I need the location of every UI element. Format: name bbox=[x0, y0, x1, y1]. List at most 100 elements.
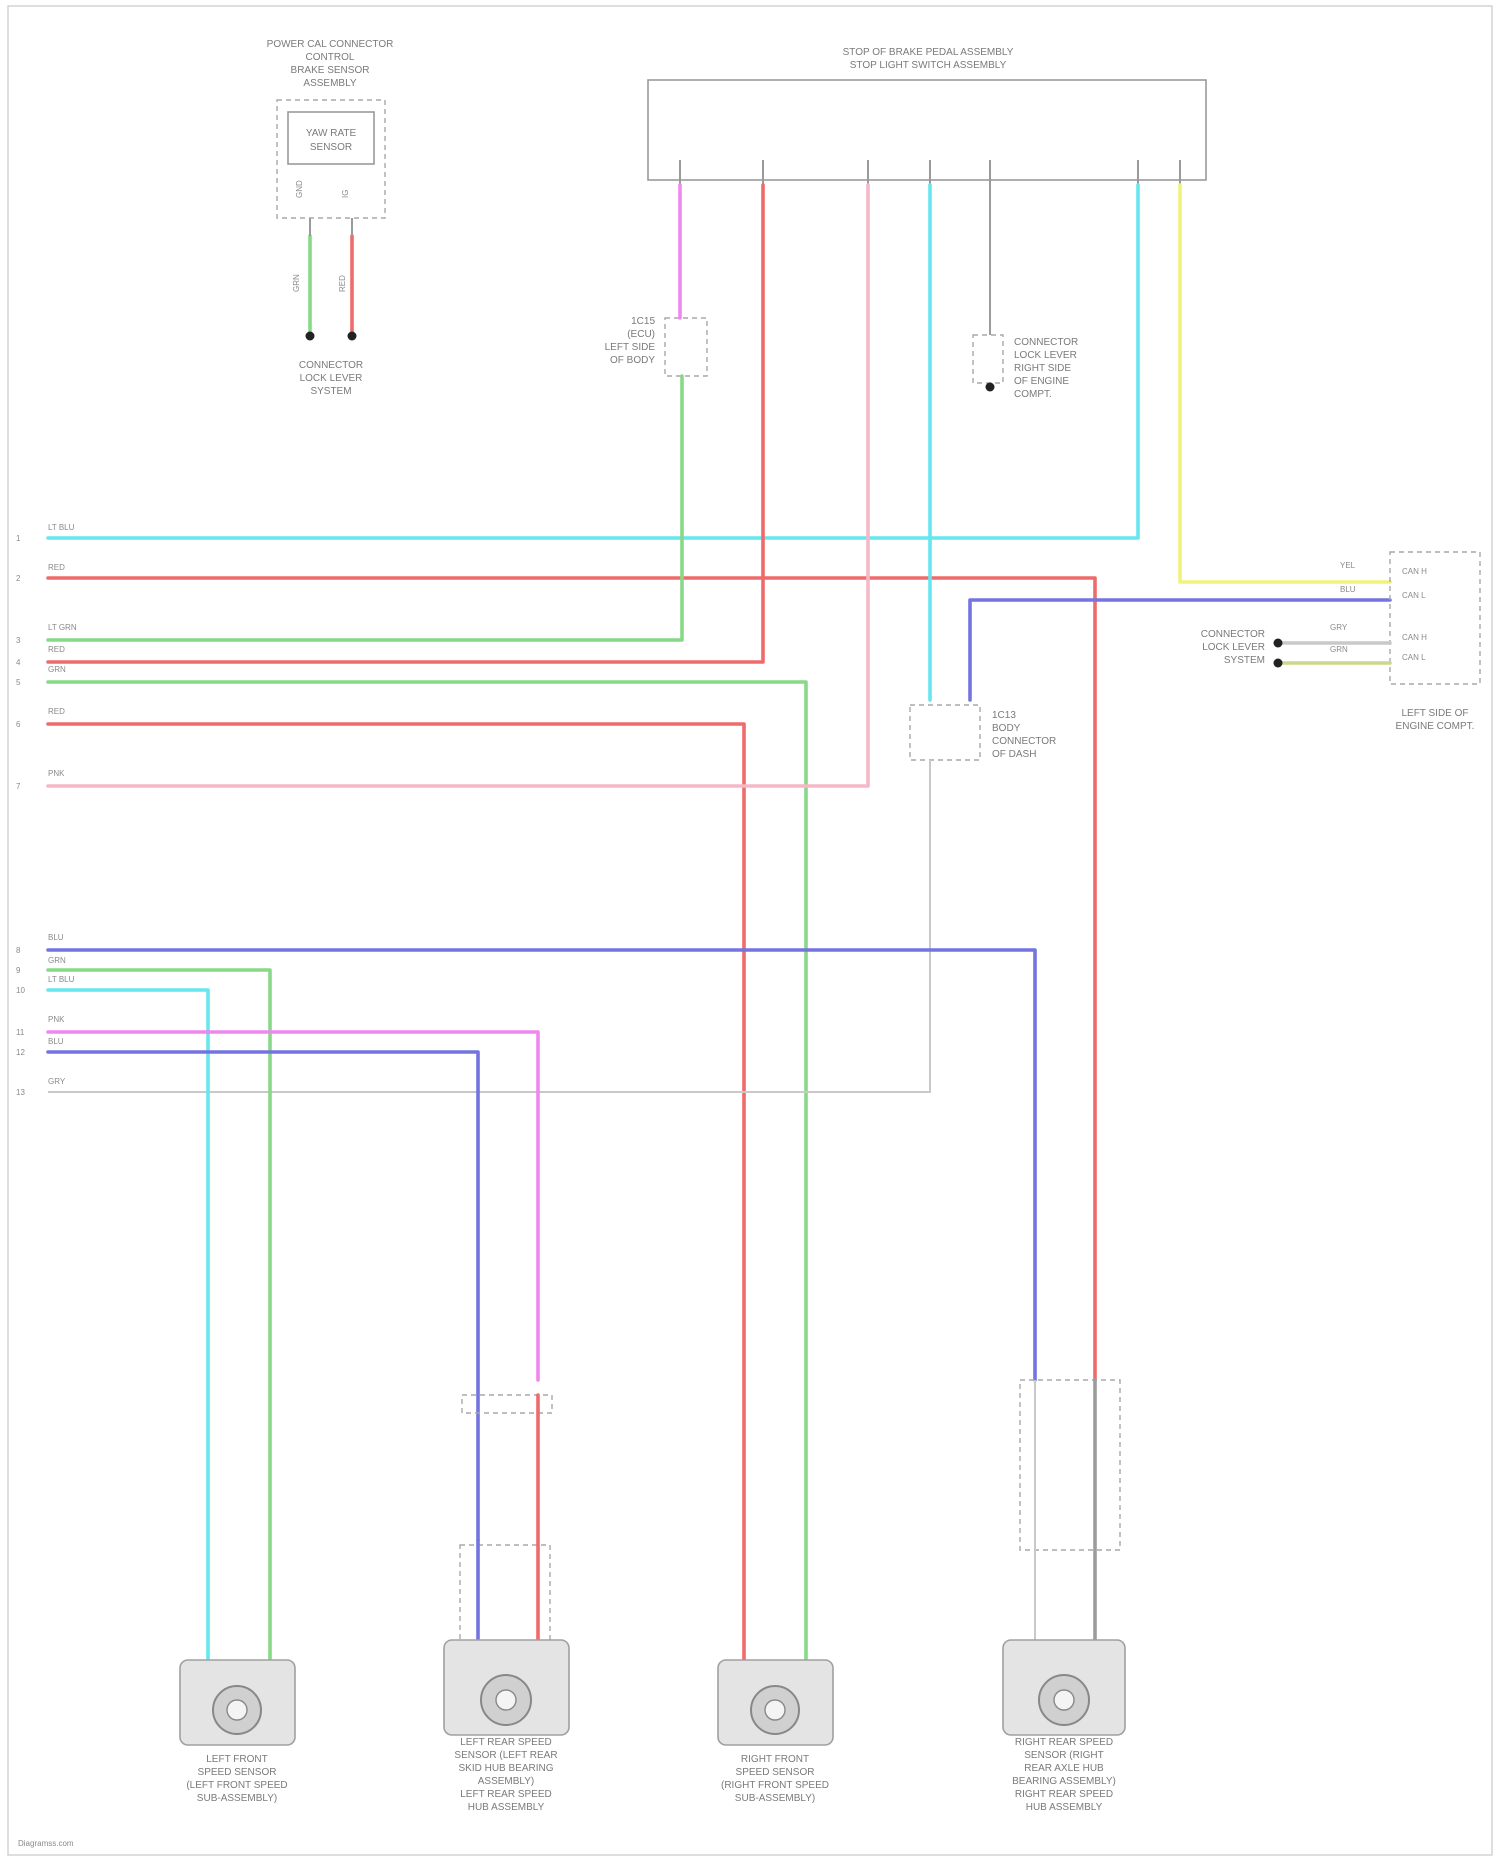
label-pnk2: PNK bbox=[48, 1015, 65, 1024]
ground-label-3: SYSTEM bbox=[310, 386, 351, 397]
speed-sensor-right-rear: RIGHT REAR SPEED SENSOR (RIGHT REAR AXLE… bbox=[1003, 1640, 1125, 1813]
label-ltblu: LT BLU bbox=[48, 523, 75, 532]
wire-grn-9 bbox=[48, 970, 270, 1665]
splice-center: 1C13 BODY CONNECTOR OF DASH bbox=[48, 705, 1056, 1092]
splice-mid-label-1: CONNECTOR bbox=[1014, 337, 1078, 348]
sensor-2-label-3: SKID HUB BEARING bbox=[458, 1763, 553, 1774]
right-connector: CAN H CAN L CAN H CAN L YEL BLU GRY GRN … bbox=[1201, 552, 1480, 732]
ground-label-2: LOCK LEVER bbox=[300, 373, 363, 384]
pin-6: 6 bbox=[16, 720, 21, 729]
right-pin-2: CAN L bbox=[1402, 591, 1426, 600]
splice-left-box bbox=[665, 318, 707, 376]
brake-pedal-box bbox=[648, 80, 1206, 180]
right-left-label-2: LOCK LEVER bbox=[1202, 642, 1265, 653]
ground-dot-left bbox=[306, 332, 315, 341]
right-left-label-3: SYSTEM bbox=[1224, 655, 1265, 666]
label-ltgrn: LT GRN bbox=[48, 623, 77, 632]
wire-label-red-top: RED bbox=[338, 275, 347, 292]
sensor-1-label-2: SPEED SENSOR bbox=[198, 1767, 277, 1778]
sensor-2-label-5: LEFT REAR SPEED bbox=[460, 1789, 552, 1800]
top-module-pins bbox=[680, 160, 1180, 185]
sensor-3-label-1: RIGHT FRONT bbox=[741, 1754, 809, 1765]
splice-left-label-2: (ECU) bbox=[627, 329, 655, 340]
right-connector-label-2: ENGINE COMPT. bbox=[1396, 721, 1475, 732]
wire-pnk-7 bbox=[48, 185, 868, 786]
sensor-2-label-6: HUB ASSEMBLY bbox=[468, 1802, 545, 1813]
sensor-1-label-1: LEFT FRONT bbox=[206, 1754, 267, 1765]
wire-grn-5 bbox=[48, 682, 806, 1665]
pin-11: 11 bbox=[16, 1028, 25, 1037]
label-gry: GRY bbox=[48, 1077, 66, 1086]
sensor-3-label-3: (RIGHT FRONT SPEED bbox=[721, 1780, 829, 1791]
right-pin-3: CAN H bbox=[1402, 633, 1427, 642]
label-pnk: PNK bbox=[48, 769, 65, 778]
sensor-2-label-4: ASSEMBLY) bbox=[478, 1776, 535, 1787]
pin-9: 9 bbox=[16, 966, 21, 975]
module-box bbox=[277, 100, 385, 218]
yaw-rate-label-2: SENSOR bbox=[310, 142, 352, 153]
splice-mid-label-4: OF ENGINE bbox=[1014, 376, 1069, 387]
pin-5: 5 bbox=[16, 678, 21, 687]
right-pin-4: CAN L bbox=[1402, 653, 1426, 662]
left-pin-column: 1 2 3 4 5 6 7 8 9 10 11 12 13 LT BLU RED… bbox=[16, 523, 77, 1097]
lower-wires bbox=[48, 950, 1035, 1665]
module-label-line-4: ASSEMBLY bbox=[303, 78, 356, 89]
wire-blu-right bbox=[970, 600, 1390, 700]
splice-mid-right: CONNECTOR LOCK LEVER RIGHT SIDE OF ENGIN… bbox=[973, 335, 1078, 400]
splice-left-label-4: OF BODY bbox=[610, 355, 655, 366]
ground-dot-right bbox=[348, 332, 357, 341]
splice-left-label-1: 1C15 bbox=[631, 316, 655, 327]
wire-red-6 bbox=[48, 724, 744, 1665]
ground-dot-mid bbox=[986, 383, 995, 392]
splice-mid-label-3: RIGHT SIDE bbox=[1014, 363, 1071, 374]
splice-mid-label-2: LOCK LEVER bbox=[1014, 350, 1077, 361]
sensor-3-label-4: SUB-ASSEMBLY) bbox=[735, 1793, 815, 1804]
pin-10: 10 bbox=[16, 986, 25, 995]
pin-7: 7 bbox=[16, 782, 21, 791]
pin-8: 8 bbox=[16, 946, 21, 955]
sensor-1-label-3: (LEFT FRONT SPEED bbox=[186, 1780, 287, 1791]
splice-mid-label-5: COMPT. bbox=[1014, 389, 1052, 400]
sensor-4-label-1: RIGHT REAR SPEED bbox=[1015, 1737, 1113, 1748]
right-dot-1 bbox=[1274, 639, 1283, 648]
right-wire-label-yel: YEL bbox=[1340, 561, 1356, 570]
right-left-label-1: CONNECTOR bbox=[1201, 629, 1265, 640]
label-blu2: BLU bbox=[48, 1037, 64, 1046]
wire-red-4 bbox=[48, 185, 763, 662]
module-label-line-2: CONTROL bbox=[306, 52, 355, 63]
sensor-2-label-1: LEFT REAR SPEED bbox=[460, 1737, 552, 1748]
pin-gnd-label: GND bbox=[295, 180, 304, 198]
wire-ltgrn-3 bbox=[48, 376, 682, 640]
watermark: Diagramss.com bbox=[18, 1839, 74, 1848]
wire-yel bbox=[1180, 185, 1390, 582]
page-frame bbox=[8, 6, 1492, 1855]
sensor-4-label-3: REAR AXLE HUB bbox=[1024, 1763, 1104, 1774]
splice-left-label-3: LEFT SIDE bbox=[605, 342, 656, 353]
right-pin-1: CAN H bbox=[1402, 567, 1427, 576]
wire-red-2 bbox=[48, 578, 1095, 1380]
wire-ltblu-1 bbox=[48, 185, 1138, 538]
pin-2: 2 bbox=[16, 574, 21, 583]
speed-sensor-left-front: LEFT FRONT SPEED SENSOR (LEFT FRONT SPEE… bbox=[180, 1660, 295, 1804]
splice-center-label-2: BODY bbox=[992, 723, 1021, 734]
brake-pedal-label-2: STOP LIGHT SWITCH ASSEMBLY bbox=[850, 60, 1007, 71]
yaw-rate-label-1: YAW RATE bbox=[306, 128, 357, 139]
sensor-4-label-4: BEARING ASSEMBLY) bbox=[1012, 1776, 1116, 1787]
lower-intermediate-connectors bbox=[460, 1380, 1120, 1665]
splice-center-label-1: 1C13 bbox=[992, 710, 1016, 721]
sensor-3-label-2: SPEED SENSOR bbox=[736, 1767, 815, 1778]
sensor-2-label-2: SENSOR (LEFT REAR bbox=[454, 1750, 557, 1761]
wire-pnk-11 bbox=[48, 1032, 538, 1380]
module-label-line-1: POWER CAL CONNECTOR bbox=[267, 39, 394, 50]
sensor-4-label-6: HUB ASSEMBLY bbox=[1026, 1802, 1103, 1813]
upper-wires bbox=[48, 185, 1390, 1665]
pin-4: 4 bbox=[16, 658, 21, 667]
wire-gry-13 bbox=[48, 760, 930, 1092]
splice-center-label-3: CONNECTOR bbox=[992, 736, 1056, 747]
ground-label-1: CONNECTOR bbox=[299, 360, 363, 371]
module-label-line-3: BRAKE SENSOR bbox=[291, 65, 370, 76]
sensor-4-label-5: RIGHT REAR SPEED bbox=[1015, 1789, 1113, 1800]
splice-left: 1C15 (ECU) LEFT SIDE OF BODY bbox=[605, 316, 707, 376]
speed-sensor-right-front: RIGHT FRONT SPEED SENSOR (RIGHT FRONT SP… bbox=[718, 1660, 833, 1804]
wire-label-grn-top: GRN bbox=[292, 274, 301, 292]
